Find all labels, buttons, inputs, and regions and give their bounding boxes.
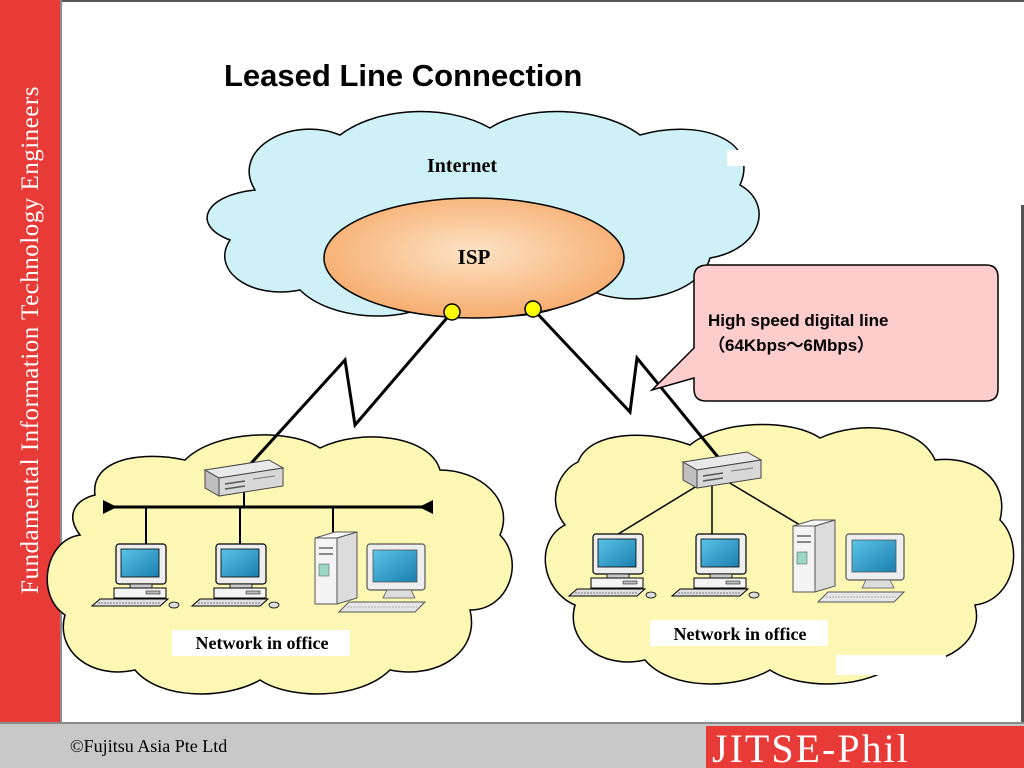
right-link <box>717 475 806 529</box>
left-server <box>314 531 358 605</box>
isp-label: ISP <box>458 245 491 269</box>
left-network-label: Network in office <box>196 633 329 653</box>
cloud-edge-gap <box>727 150 767 166</box>
right-connector-dot <box>524 300 542 318</box>
right-server <box>792 519 836 593</box>
isp-node <box>323 197 625 319</box>
callout-text: High speed digital line （64Kbps～6Mbps） <box>708 308 988 358</box>
logo-text: JITSE-Phil <box>712 726 910 768</box>
network-diagram: Internet ISP Network in office Network i… <box>46 110 1015 695</box>
right-bus-terminator <box>419 500 433 514</box>
callout-box <box>649 264 999 402</box>
internet-label: Internet <box>427 155 497 177</box>
top-border <box>62 0 1024 2</box>
right-leased-line <box>531 307 724 463</box>
right-network-label: Network in office <box>674 624 807 644</box>
left-connector-dot <box>443 303 461 321</box>
right-office-cloud <box>544 423 1015 685</box>
left-office-cloud <box>46 434 513 695</box>
left-leased-line <box>243 311 454 472</box>
left-bus-terminator <box>103 500 117 514</box>
slide-title: Leased Line Connection <box>224 58 583 93</box>
right-link <box>614 477 711 537</box>
right-border <box>1021 205 1024 722</box>
jitse-logo: JITSE-Phil <box>706 726 1024 768</box>
callout-line-1: High speed digital line <box>708 311 889 330</box>
sidebar: Fundamental Information Technology Engin… <box>0 0 62 722</box>
callout-line-2: （64Kbps～6Mbps） <box>708 336 875 355</box>
right-label-bg <box>650 620 828 646</box>
left-label-bg <box>172 630 350 656</box>
copyright-text: ©Fujitsu Asia Pte Ltd <box>70 736 228 756</box>
cloud-edge-gap <box>836 655 946 675</box>
